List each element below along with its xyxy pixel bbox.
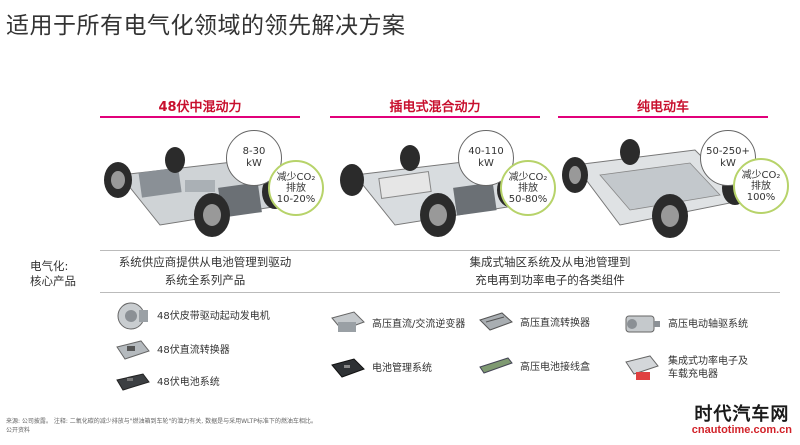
bms-icon xyxy=(331,358,365,378)
hv-converter-icon xyxy=(479,312,513,331)
power-unit: kW xyxy=(720,158,736,169)
right-description-line2: 充电再到功率电子的各类组件 xyxy=(475,273,625,287)
co2-value: 50-80% xyxy=(508,193,548,205)
product-label: 高压电池接线盒 xyxy=(520,361,590,373)
battery-icon xyxy=(116,373,150,391)
product-label-line1: 集成式功率电子及 xyxy=(668,356,748,367)
watermark-main: 时代汽车网 xyxy=(694,404,790,425)
column-header-bev: 纯电动车 xyxy=(636,100,689,115)
page-title: 适用于所有电气化领域的领先解决方案 xyxy=(6,13,406,39)
power-range: 8-30 xyxy=(242,146,266,157)
product-label: 高压直流/交流逆变器 xyxy=(372,318,466,330)
column-header-mild-hybrid: 48伏中混动力 xyxy=(158,100,242,115)
power-unit: kW xyxy=(478,158,494,169)
right-description-line1: 集成式轴区系统及从电池管理到 xyxy=(469,255,631,269)
co2-label-2: 排放 xyxy=(751,180,771,192)
power-range: 40-110 xyxy=(468,146,504,157)
product-label: 48伏电池系统 xyxy=(157,376,220,388)
power-unit: kW xyxy=(246,158,262,169)
product-label: 高压电动轴驱系统 xyxy=(668,318,748,330)
site-watermark: 时代汽车网 cnautotime.com.cn xyxy=(692,400,792,436)
product-label: 48伏直流转换器 xyxy=(157,344,230,356)
e-axle-icon xyxy=(625,315,660,333)
dc-converter-icon xyxy=(116,340,150,360)
product-dc-converter: 48伏直流转换器 xyxy=(115,337,230,363)
co2-bubble: 减少CO₂ 排放 10-20% xyxy=(268,160,324,216)
power-bubble: 50-250+ kW xyxy=(700,130,756,186)
product-48v-battery: 48伏电池系统 xyxy=(115,370,220,394)
junction-box-icon xyxy=(479,357,513,374)
bev-chassis-image xyxy=(562,139,748,238)
co2-value: 10-20% xyxy=(276,193,316,205)
product-label-line2: 车载充电器 xyxy=(668,369,718,380)
product-starter-generator: 48伏皮带驱动起动发电机 xyxy=(115,300,270,332)
power-range: 50-250+ xyxy=(706,146,750,157)
column-header-plugin-hybrid: 插电式混合动力 xyxy=(389,100,481,115)
co2-label: 减少CO₂ xyxy=(276,171,316,183)
left-description-line1: 系统供应商提供从电池管理到驱动 xyxy=(118,255,292,269)
right-description: 集成式轴区系统及从电池管理到 充电再到功率电子的各类组件 xyxy=(420,253,680,289)
footnote-source: 来源: 公司披露。 注释: 二氧化碳的减少排放与"燃油箱到车轮"的潜力有关, 数… xyxy=(6,418,317,425)
product-label: 48伏皮带驱动起动发电机 xyxy=(157,310,270,322)
column-underline xyxy=(100,116,300,118)
product-hv-converter: 高压直流转换器 xyxy=(478,310,590,336)
product-label: 集成式功率电子及 车载充电器 xyxy=(668,355,748,381)
co2-label: 减少CO₂ xyxy=(508,171,548,183)
column-underline xyxy=(330,116,540,118)
product-bms: 电池管理系统 xyxy=(330,355,432,381)
left-description-line2: 系统全系列产品 xyxy=(164,273,246,287)
co2-bubble: 减少CO₂ 排放 50-80% xyxy=(500,160,556,216)
watermark-url: cnautotime.com.cn xyxy=(691,424,792,436)
core-products-label-line1: 电气化: xyxy=(30,259,69,273)
co2-bubble: 减少CO₂ 排放 100% xyxy=(733,158,789,214)
product-inverter: 高压直流/交流逆变器 xyxy=(330,310,465,338)
section-divider xyxy=(100,250,780,251)
product-label: 高压直流转换器 xyxy=(520,317,590,329)
core-products-label-line2: 核心产品 xyxy=(30,274,76,288)
section-divider xyxy=(100,292,780,293)
product-junction-box: 高压电池接线盒 xyxy=(478,355,590,379)
core-products-label: 电气化: 核心产品 xyxy=(30,259,76,289)
footnote: 来源: 公司披露。 注释: 二氧化碳的减少排放与"燃油箱到车轮"的潜力有关, 数… xyxy=(6,417,317,435)
co2-value: 100% xyxy=(746,191,776,203)
charger-icon xyxy=(625,355,659,380)
starter-generator-icon xyxy=(117,302,148,330)
product-label: 电池管理系统 xyxy=(372,362,432,374)
footnote-public: 公开资料 xyxy=(6,427,31,434)
product-charger: 集成式功率电子及 车载充电器 xyxy=(622,352,748,384)
column-underline xyxy=(558,116,768,118)
co2-label: 减少CO₂ xyxy=(741,169,781,181)
left-description: 系统供应商提供从电池管理到驱动 系统全系列产品 xyxy=(100,253,310,289)
product-e-axle: 高压电动轴驱系统 xyxy=(622,308,748,340)
co2-label-2: 排放 xyxy=(518,182,538,194)
co2-label-2: 排放 xyxy=(286,182,306,194)
inverter-icon xyxy=(331,311,365,332)
